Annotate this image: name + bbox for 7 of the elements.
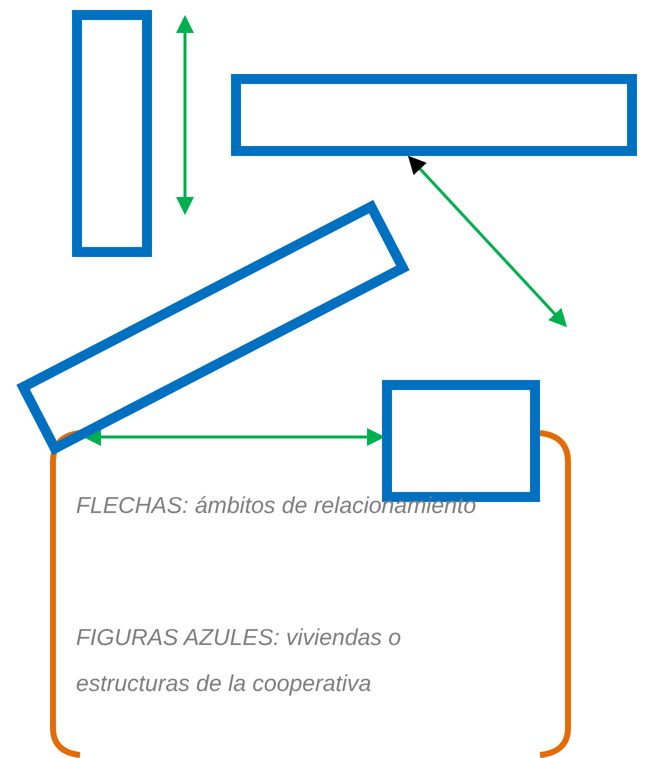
- legend-note: FIGURAS AZULES: viviendas o estructuras de la cooperativa: [76, 623, 402, 698]
- house-rectangle: [16, 200, 410, 456]
- legend-note: FLECHAS: ámbitos de relacionamiento: [76, 491, 478, 520]
- arrow: [83, 428, 385, 446]
- house-rectangle: [231, 74, 637, 156]
- arrow: [408, 156, 568, 328]
- house-rectangle: [72, 10, 152, 257]
